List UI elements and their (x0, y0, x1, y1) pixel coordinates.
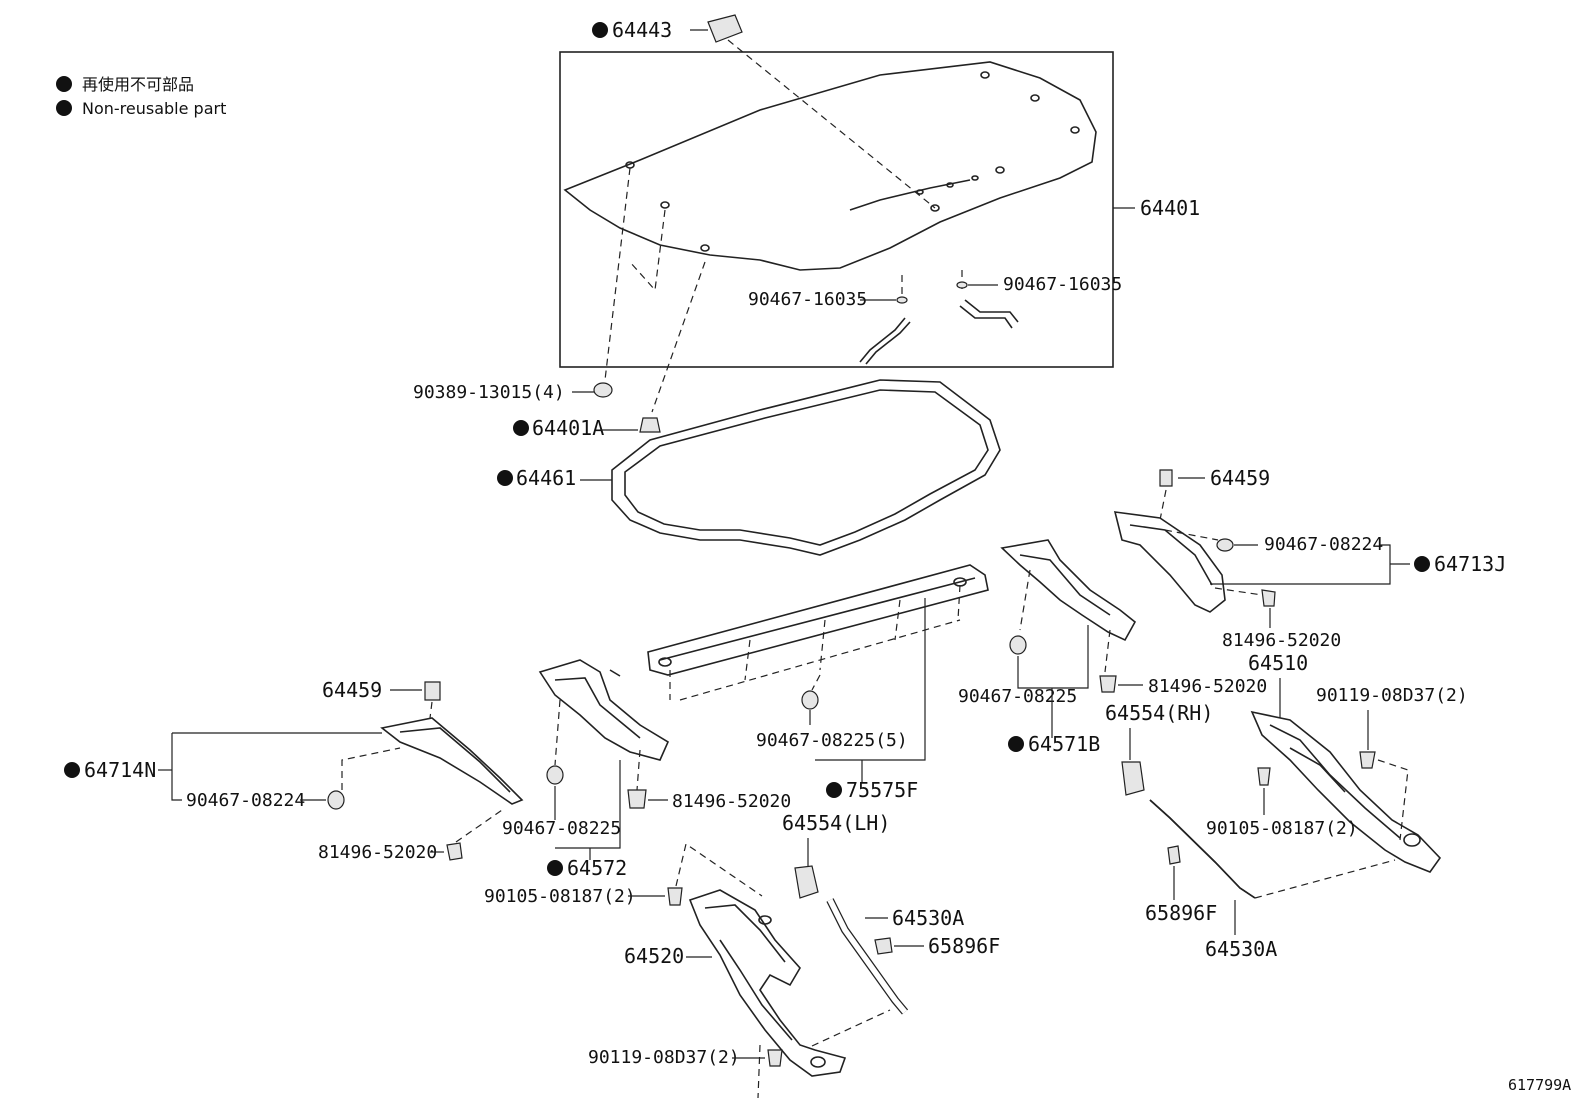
cushion-65896f-left (874, 937, 893, 955)
non-reusable-dot-icon (64, 762, 80, 778)
clip-icon (627, 789, 647, 809)
clip-icon (1216, 538, 1234, 552)
label-75575F: 75575F (846, 778, 918, 802)
legend-dot-icon (56, 100, 72, 116)
cushion-65896f-right (1167, 845, 1181, 865)
hinge-rod-left (859, 317, 906, 363)
legend-en: Non-reusable part (82, 99, 226, 118)
non-reusable-dot-icon (826, 782, 842, 798)
weatherstrip-64461 (611, 379, 1001, 556)
cushion-64459-right (1159, 469, 1173, 487)
stay-bracket-64554-rh (1121, 761, 1145, 796)
bolt-icon (767, 1049, 783, 1067)
hinge-rod-right (964, 299, 1019, 323)
non-reusable-dot-icon (513, 420, 529, 436)
non-reusable-dot-icon (1414, 556, 1430, 572)
label-64459-left: 64459 (322, 678, 382, 702)
legend-dot-icon (56, 76, 72, 92)
label-90467-16035-a: 90467-16035 (748, 289, 867, 310)
label-64443: 64443 (612, 18, 672, 42)
label-90105-08187-left: 90105-08187(2) (484, 886, 636, 907)
legend-jp: 再使用不可部品 (82, 75, 194, 94)
label-90467-08225-l: 90467-08225 (502, 818, 621, 839)
label-90467-16035-b: 90467-16035 (1003, 274, 1122, 295)
label-64520: 64520 (624, 944, 684, 968)
label-64713J: 64713J (1434, 552, 1506, 576)
clip-icon (1099, 675, 1117, 693)
label-64714N: 64714N (84, 758, 156, 782)
clip-64443 (707, 14, 743, 43)
bracket-64571b (1000, 539, 1137, 642)
bolt-icon (667, 887, 683, 906)
label-90467-08225-c: 90467-08225 (958, 686, 1077, 707)
label-90467-08224-right: 90467-08224 (1264, 534, 1383, 555)
label-81496-52020-l1: 81496-52020 (672, 791, 791, 812)
label-64554LH: 64554(LH) (782, 811, 890, 835)
label-64510: 64510 (1248, 651, 1308, 675)
label-64571B: 64571B (1028, 732, 1100, 756)
clip-icon (896, 296, 908, 304)
hinge-64510 (1250, 710, 1442, 873)
stay-bracket-64554-lh (794, 865, 819, 899)
hinge-64520 (688, 889, 847, 1077)
label-90389-13015: 90389-13015(4) (413, 382, 565, 403)
label-64401: 64401 (1140, 196, 1200, 220)
clip-icon (546, 765, 564, 785)
trunk-lid-holes (625, 71, 1080, 252)
label-90105-08187-right: 90105-08187(2) (1206, 818, 1358, 839)
label-90467-08224-left: 90467-08224 (186, 790, 305, 811)
diagram-reference-number: 617799A (1508, 1076, 1571, 1094)
clip-icon (956, 281, 968, 289)
non-reusable-dot-icon (497, 470, 513, 486)
non-reusable-dot-icon (592, 22, 608, 38)
label-64530A-left: 64530A (892, 906, 964, 930)
label-64530A-right: 64530A (1205, 937, 1277, 961)
clip-icon (1009, 635, 1027, 655)
bolt-icon (1257, 767, 1271, 786)
clip-icon (801, 690, 819, 710)
label-81496-52020-r2: 81496-52020 (1148, 676, 1267, 697)
cushion-icon (593, 382, 613, 398)
label-90119-08D37-right: 90119-08D37(2) (1316, 685, 1468, 706)
bolt-icon (1359, 751, 1376, 769)
trunk-lid-edge (849, 179, 971, 211)
label-81496-52020-l2: 81496-52020 (318, 842, 437, 863)
legend: 再使用不可部品 Non-reusable part (56, 75, 226, 118)
label-64572: 64572 (567, 856, 627, 880)
crossbar-75575f (647, 564, 989, 676)
assembly-box (559, 51, 1114, 368)
label-64554RH: 64554(RH) (1105, 701, 1213, 725)
bracket-64572 (538, 659, 670, 761)
label-64461: 64461 (516, 466, 576, 490)
bracket-64714n (380, 717, 524, 805)
label-64459-right: 64459 (1210, 466, 1270, 490)
cushion-64459-left (424, 681, 441, 701)
label-64401A: 64401A (532, 416, 604, 440)
clip-icon (446, 842, 463, 861)
label-65896F-right: 65896F (1145, 901, 1217, 925)
non-reusable-dot-icon (547, 860, 563, 876)
label-65896F-left: 65896F (928, 934, 1000, 958)
trunk-lid-panel (563, 61, 1097, 271)
bracket-64713j (1113, 511, 1226, 613)
cushion-64401a (639, 417, 661, 433)
clip-icon (327, 790, 345, 810)
label-81496-52020-r1: 81496-52020 (1222, 630, 1341, 651)
label-90119-08D37-left: 90119-08D37(2) (588, 1047, 740, 1068)
non-reusable-dot-icon (1008, 736, 1024, 752)
clip-icon (1261, 589, 1276, 607)
label-90467-08225-5: 90467-08225(5) (756, 730, 908, 751)
